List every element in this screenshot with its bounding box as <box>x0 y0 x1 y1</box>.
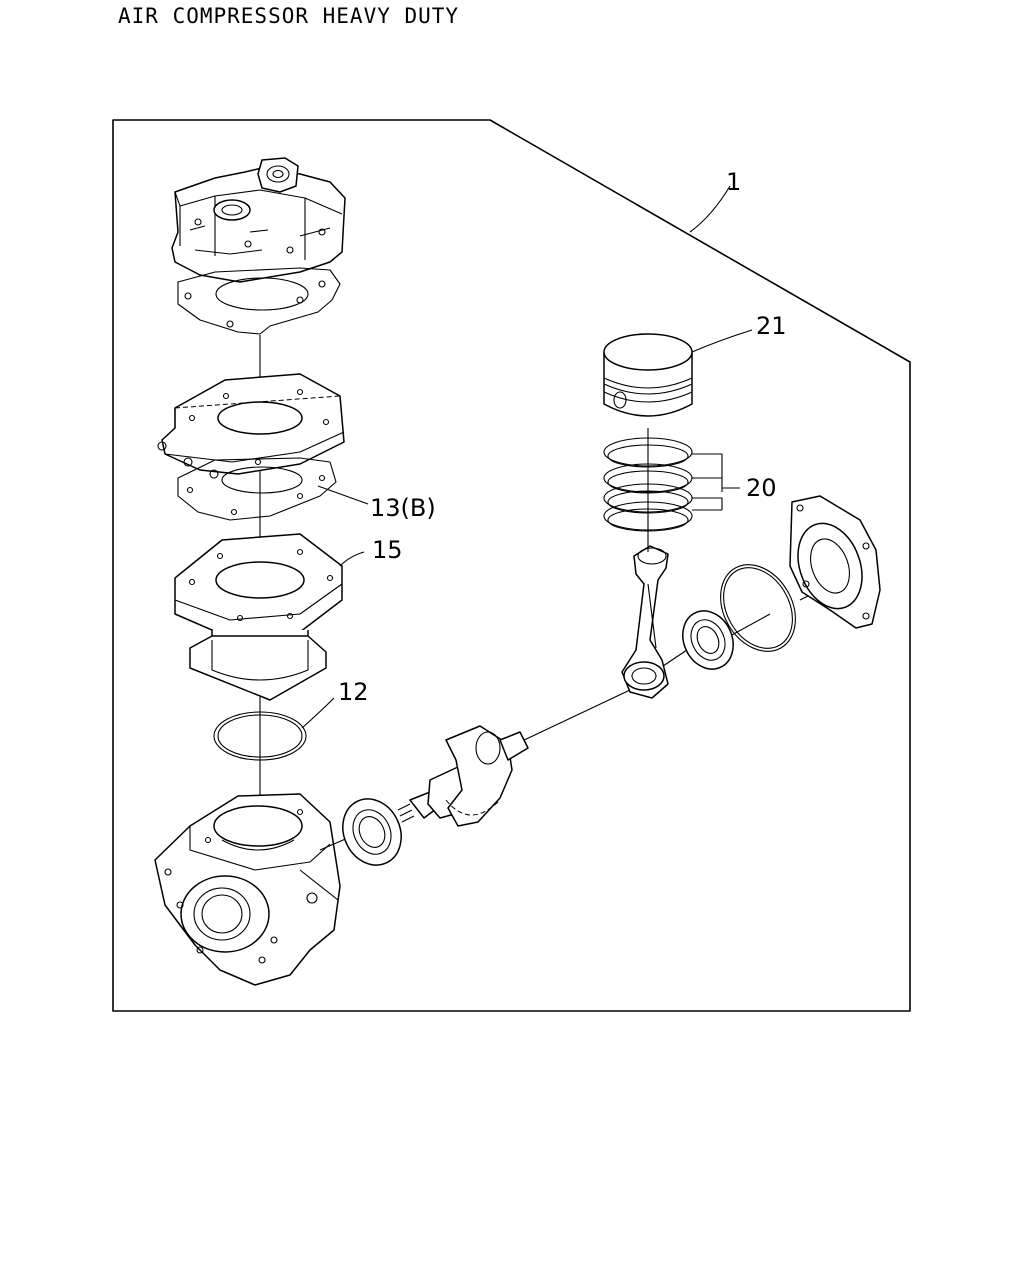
callout-assembly: 1 <box>726 168 741 196</box>
diagram-title: AIR COMPRESSOR HEAVY DUTY <box>118 4 460 28</box>
callout-piston: 21 <box>756 312 787 340</box>
leader-gasket-b <box>317 485 369 505</box>
piston <box>603 333 693 417</box>
end-cover <box>789 495 881 629</box>
valve-plate <box>157 373 345 479</box>
cylinder-block <box>174 533 343 701</box>
connecting-rod <box>621 545 669 699</box>
cover-seal-ring <box>720 564 796 652</box>
crankshaft <box>397 725 529 827</box>
gasket-13b <box>177 457 337 521</box>
head-gasket <box>177 267 341 335</box>
main-bearing-right <box>682 610 734 670</box>
assembly-frame <box>112 119 911 1012</box>
cylinder-head <box>171 157 346 283</box>
callout-o-ring: 12 <box>338 678 369 706</box>
leader-cylinder <box>339 551 365 567</box>
o-ring <box>213 711 307 761</box>
main-bearing-left <box>342 798 402 866</box>
callout-piston-rings: 20 <box>746 474 777 502</box>
crankcase <box>154 793 341 986</box>
callout-cylinder: 15 <box>372 536 403 564</box>
leader-assembly <box>689 185 731 233</box>
callout-gasket-b: 13(B) <box>370 494 436 522</box>
piston-rings <box>603 428 740 552</box>
leader-piston <box>691 329 753 353</box>
leader-o-ring <box>301 697 335 729</box>
